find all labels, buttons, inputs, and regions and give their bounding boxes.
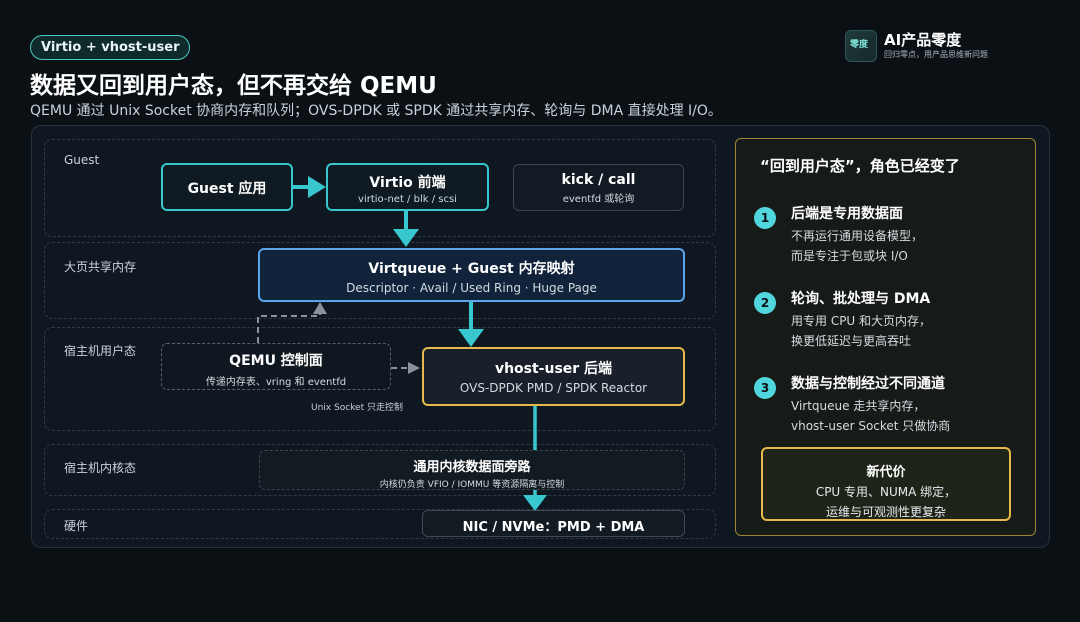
lane-hugepage — [44, 242, 716, 319]
point-1-line-1: 不再运行通用设备模型， — [791, 229, 924, 243]
kernel-bypass-title: 通用内核数据面旁路 — [413, 460, 531, 475]
point-3-line-1: Virtqueue 走共享内存， — [791, 399, 926, 413]
qemu-control-node: QEMU 控制面 传递内存表、vring 和 eventfd — [161, 343, 391, 390]
virtqueue-title: Virtqueue + Guest 内存映射 — [368, 261, 575, 277]
new-cost-title: 新代价 — [866, 465, 906, 480]
brand-logo-icon — [845, 30, 877, 62]
guest-app-node: Guest 应用 — [161, 163, 293, 211]
arrowhead-frontend-to-virtqueue — [393, 229, 419, 247]
point-3-badge: 3 — [754, 377, 776, 399]
arrowhead-qemu-to-backend — [408, 362, 420, 374]
lane-guest — [44, 139, 716, 237]
point-1-head: 后端是专用数据面 — [791, 206, 903, 222]
unix-socket-note: Unix Socket 只走控制 — [311, 403, 403, 413]
lane-hardware — [44, 509, 716, 539]
lane-label-guest: Guest — [64, 153, 100, 167]
point-2-head: 轮询、批处理与 DMA — [791, 291, 931, 307]
qemu-control-sub: 传递内存表、vring 和 eventfd — [205, 377, 347, 388]
nic-node: NIC / NVMe：PMD + DMA — [422, 510, 685, 537]
virtio-frontend-sub: virtio-net / blk / scsi — [358, 194, 457, 205]
lane-host-user — [44, 327, 716, 431]
arrowhead-app-to-frontend — [308, 176, 326, 198]
vhost-backend-sub: OVS-DPDK PMD / SPDK Reactor — [459, 381, 648, 395]
virtio-frontend-node: Virtio 前端 virtio-net / blk / scsi — [326, 163, 489, 211]
point-2-line-1: 用专用 CPU 和大页内存， — [791, 314, 932, 328]
topic-tag: Virtio + vhost-user — [30, 35, 191, 60]
kick-call-sub: eventfd 或轮询 — [562, 194, 635, 205]
kick-call-node: kick / call eventfd 或轮询 — [513, 164, 684, 211]
brand-slogan: 回归零点，用产品思维新问题 — [884, 50, 988, 59]
point-1-badge: 1 — [754, 207, 776, 229]
brand-name: AI产品零度 — [884, 31, 962, 49]
brand-logo-text: 零度 — [850, 40, 869, 50]
virtio-frontend-title: Virtio 前端 — [369, 175, 446, 191]
point-2-line-2: 换更低延迟与更高吞吐 — [791, 334, 912, 348]
lane-label-hugepage: 大页共享内存 — [64, 260, 137, 274]
lane-host-kernel — [44, 444, 716, 496]
arrowhead-qemu-to-virtqueue — [313, 302, 327, 314]
lane-label-host-user: 宿主机用户态 — [64, 344, 137, 358]
vhost-backend-title: vhost-user 后端 — [494, 361, 613, 377]
lane-label-hardware: 硬件 — [64, 519, 89, 533]
kernel-bypass-node: 通用内核数据面旁路 内核仍负责 VFIO / IOMMU 等资源隔离与控制 — [259, 450, 685, 490]
arrow-qemu-to-virtqueue — [257, 310, 321, 343]
kick-call-title: kick / call — [561, 172, 636, 188]
point-1-line-2: 而是专注于包或块 I/O — [791, 249, 908, 263]
kernel-bypass-sub: 内核仍负责 VFIO / IOMMU 等资源隔离与控制 — [379, 480, 565, 490]
virtqueue-node: Virtqueue + Guest 内存映射 Descriptor · Avai… — [258, 248, 685, 302]
qemu-control-title: QEMU 控制面 — [229, 353, 323, 369]
vhost-backend-node: vhost-user 后端 OVS-DPDK PMD / SPDK Reacto… — [422, 347, 685, 406]
virtqueue-sub: Descriptor · Avail / Used Ring · Huge Pa… — [346, 281, 597, 295]
guest-app-title: Guest 应用 — [187, 181, 267, 197]
arrowhead-backend-to-nic — [523, 495, 547, 511]
lane-label-host-kernel: 宿主机内核态 — [64, 461, 137, 475]
nic-title: NIC / NVMe：PMD + DMA — [462, 520, 645, 535]
new-cost-line-1: CPU 专用、NUMA 绑定， — [815, 485, 957, 499]
page-title: 数据又回到用户态，但不再交给 QEMU — [30, 73, 437, 99]
point-3-head: 数据与控制经过不同通道 — [791, 376, 945, 392]
new-cost-line-2: 运维与可观测性更复杂 — [825, 505, 946, 519]
point-3-line-2: vhost-user Socket 只做协商 — [791, 419, 951, 433]
arrowhead-virtqueue-to-backend — [458, 329, 484, 347]
point-2-badge: 2 — [754, 292, 776, 314]
page-subtitle: QEMU 通过 Unix Socket 协商内存和队列；OVS-DPDK 或 S… — [30, 103, 722, 119]
sidebar-title: “回到用户态”，角色已经变了 — [760, 157, 960, 175]
new-cost-box: 新代价 CPU 专用、NUMA 绑定， 运维与可观测性更复杂 — [761, 447, 1011, 521]
